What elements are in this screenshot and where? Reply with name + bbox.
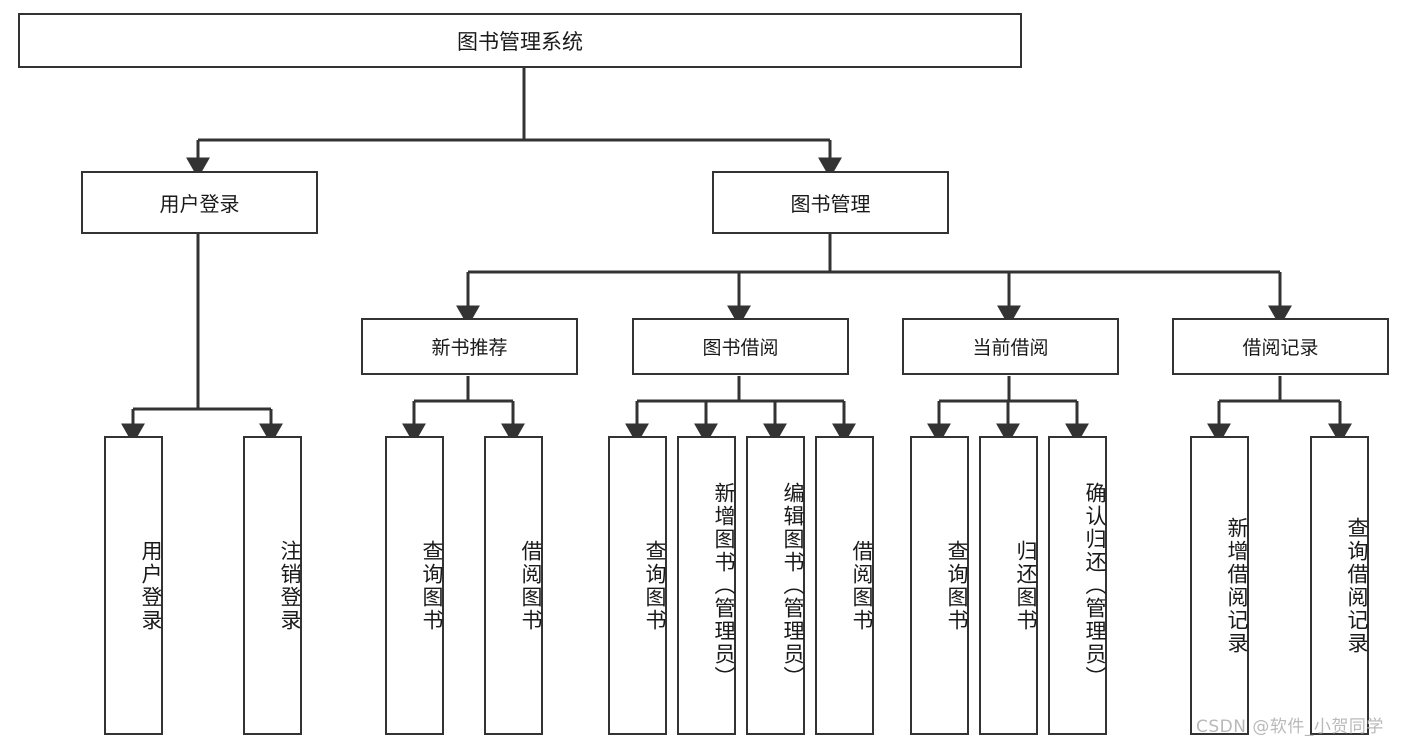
- node-leaf-borrow-book[interactable]: 借阅图书: [815, 436, 874, 735]
- node-leaf-add-book-admin-label: 新增图书（管理员）: [712, 482, 736, 689]
- node-leaf-logout[interactable]: 注销登录: [243, 436, 302, 735]
- node-leaf-return-book[interactable]: 归还图书: [979, 436, 1038, 735]
- node-leaf-confirm-return-admin[interactable]: 确认归还（管理员）: [1048, 436, 1107, 735]
- node-borrow-records-label: 借阅记录: [1242, 337, 1319, 359]
- node-book-management[interactable]: 图书管理: [712, 171, 949, 234]
- node-root[interactable]: 图书管理系统: [18, 13, 1022, 68]
- node-leaf-query-book-borrow-label: 查询图书: [643, 539, 667, 632]
- node-book-borrow-label: 图书借阅: [702, 337, 779, 359]
- node-leaf-query-borrow-record-label: 查询借阅记录: [1345, 516, 1369, 655]
- node-leaf-query-borrow-record[interactable]: 查询借阅记录: [1310, 436, 1369, 735]
- node-leaf-query-book-new-label: 查询图书: [420, 539, 444, 632]
- node-user-login-label: 用户登录: [159, 192, 240, 216]
- node-new-book-recommend-label: 新书推荐: [431, 337, 508, 359]
- node-leaf-query-book-current[interactable]: 查询图书: [910, 436, 969, 735]
- node-leaf-edit-book-admin[interactable]: 编辑图书（管理员）: [746, 436, 805, 735]
- node-leaf-query-book-borrow[interactable]: 查询图书: [608, 436, 667, 735]
- node-leaf-add-borrow-record[interactable]: 新增借阅记录: [1190, 436, 1249, 735]
- node-leaf-user-login[interactable]: 用户登录: [104, 436, 163, 735]
- csdn-watermark: CSDN @软件_小贺同学: [1196, 717, 1384, 737]
- node-borrow-records[interactable]: 借阅记录: [1172, 318, 1389, 375]
- node-book-management-label: 图书管理: [790, 192, 871, 216]
- node-leaf-return-book-label: 归还图书: [1014, 539, 1038, 632]
- node-leaf-query-book-new[interactable]: 查询图书: [385, 436, 444, 735]
- node-leaf-edit-book-admin-label: 编辑图书（管理员）: [781, 482, 805, 689]
- node-leaf-logout-label: 注销登录: [278, 539, 302, 632]
- node-root-label: 图书管理系统: [457, 29, 583, 54]
- node-leaf-add-book-admin[interactable]: 新增图书（管理员）: [677, 436, 736, 735]
- node-leaf-confirm-return-admin-label: 确认归还（管理员）: [1083, 482, 1107, 689]
- node-user-login[interactable]: 用户登录: [81, 171, 318, 234]
- node-leaf-add-borrow-record-label: 新增借阅记录: [1225, 516, 1249, 655]
- node-new-book-recommend[interactable]: 新书推荐: [361, 318, 578, 375]
- node-leaf-borrow-book-new[interactable]: 借阅图书: [484, 436, 543, 735]
- node-leaf-query-book-current-label: 查询图书: [945, 539, 969, 632]
- node-book-borrow[interactable]: 图书借阅: [632, 318, 849, 375]
- node-leaf-borrow-book-new-label: 借阅图书: [519, 539, 543, 632]
- node-leaf-user-login-label: 用户登录: [139, 539, 163, 632]
- node-current-borrow-label: 当前借阅: [972, 337, 1049, 359]
- node-current-borrow[interactable]: 当前借阅: [902, 318, 1119, 375]
- node-leaf-borrow-book-label: 借阅图书: [850, 539, 874, 632]
